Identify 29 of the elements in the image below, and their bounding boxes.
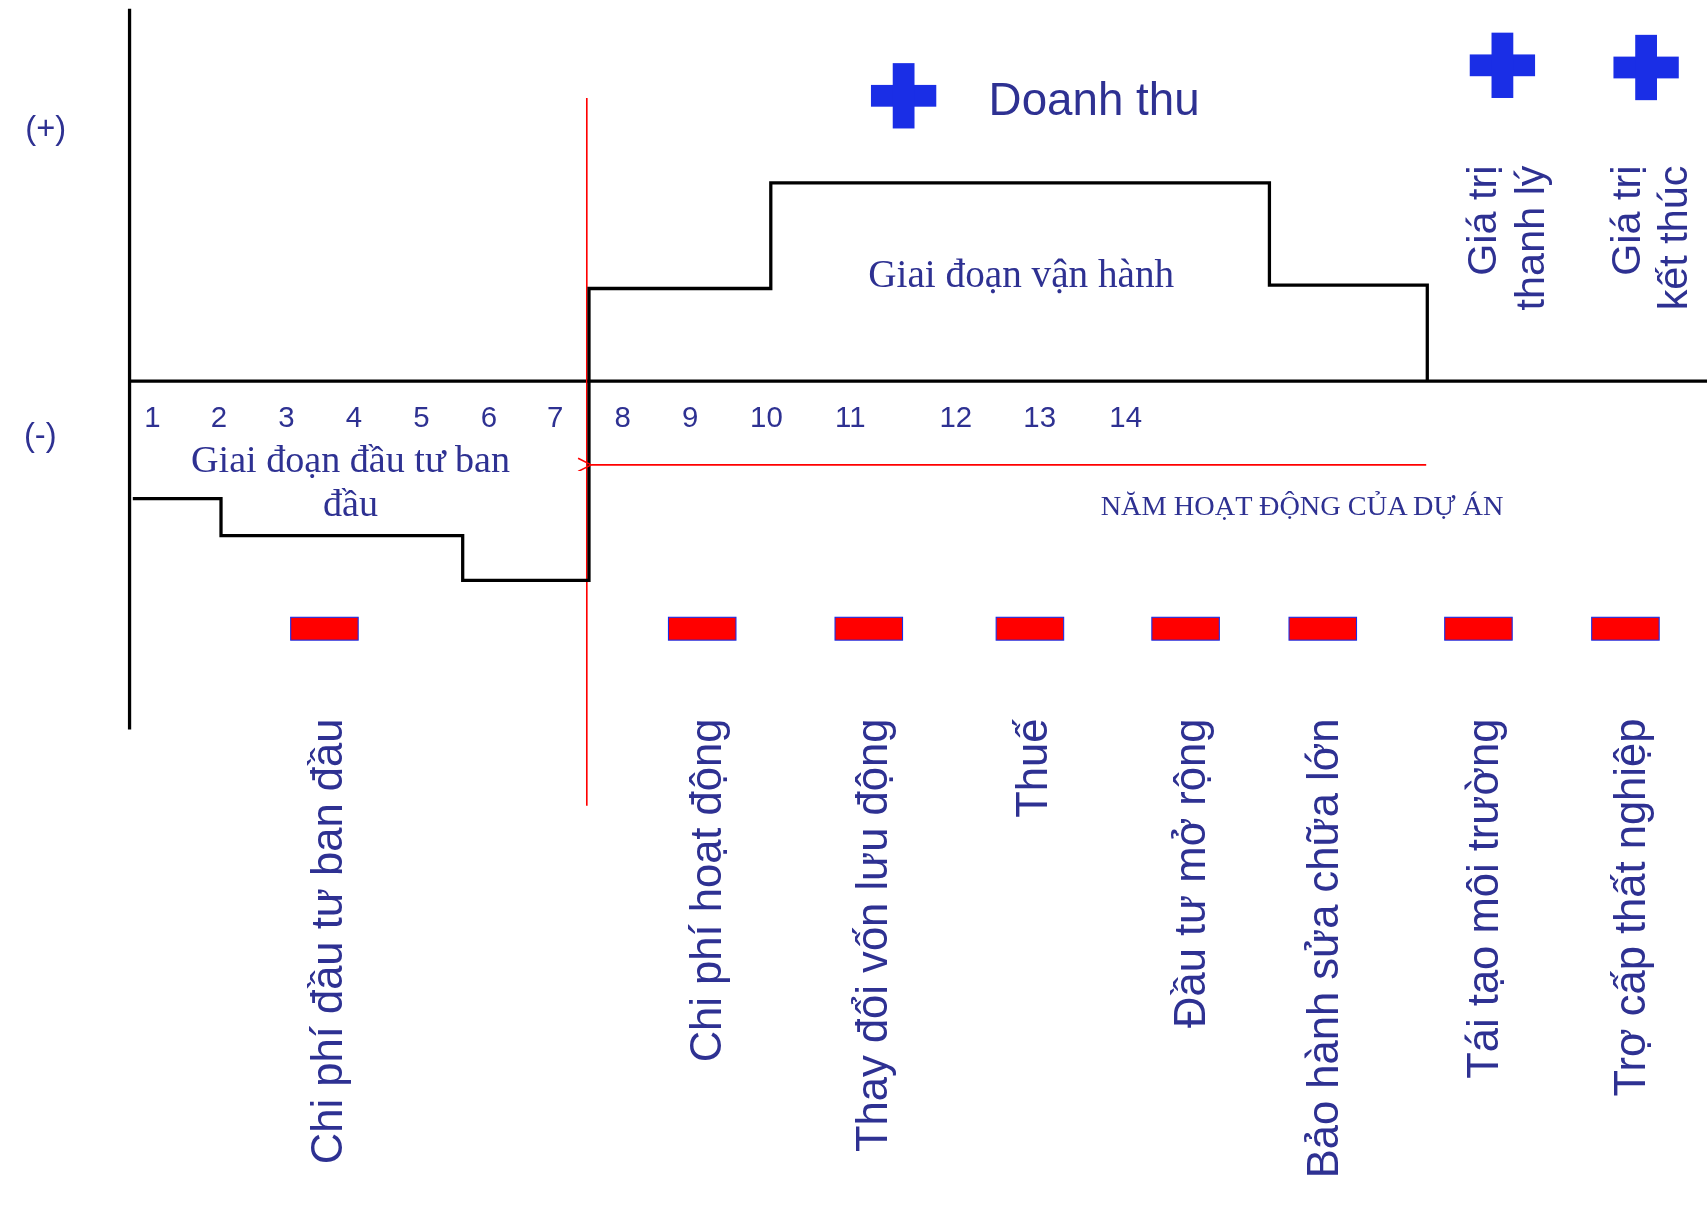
year-number: 3 [277,400,296,434]
year-number: 12 [938,400,974,434]
item-label: Thay đổi vốn lưu động [847,718,897,1154]
year-number: 14 [1108,400,1144,434]
year-number: 1 [143,400,162,434]
item-label: Giá trị thanh lý [1458,165,1553,313]
year-number: 8 [613,400,632,434]
item-label: Tái tạo môi trường [1457,718,1508,1081]
item-label: Chi phí hoạt động [680,718,731,1065]
year-number: 10 [749,400,784,434]
item-label: Bảo hành sửa chữa lớn [1297,718,1348,1181]
item-label: Trợ cấp thất nghiệp [1604,718,1655,1099]
axis-title: NĂM HOẠT ĐỘNG CỦA DỰ ÁN [1099,489,1505,523]
year-number: 6 [479,400,498,434]
phase-label: Giai đoạn đầu tư ban đầu [190,438,512,526]
revenue-label: Doanh thu [987,74,1201,127]
year-number: 2 [209,400,228,434]
sign-label: (-) [22,416,58,454]
year-number: 9 [681,400,700,434]
item-label: Thuế [1007,718,1058,820]
year-number: 13 [1022,400,1058,434]
year-number: 11 [834,400,867,434]
year-number: 4 [344,400,363,434]
item-label: Chi phí đầu tư ban đầu [301,718,352,1167]
item-label: Đầu tư mở rộng [1165,718,1215,1030]
phase-label: Giai đoạn vận hành [867,252,1176,298]
year-number: 7 [546,400,565,434]
sign-label: (+) [24,109,68,147]
year-number: 5 [412,400,431,434]
